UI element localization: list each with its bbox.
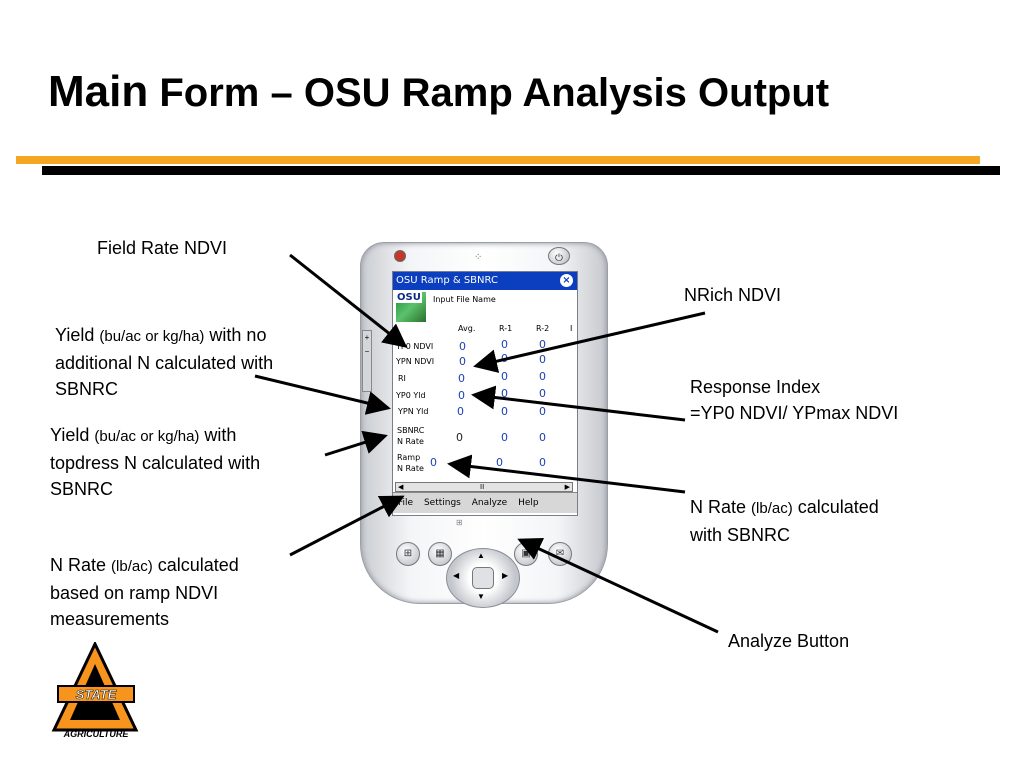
col-header-r3: I [570,324,573,333]
value-yp0ndvi-avg: 0 [459,340,466,353]
col-header-r1: R-1 [499,324,513,333]
device-brand-logo: ⊞ [456,518,463,527]
value-ri-r1: 0 [501,370,508,383]
value-ramp-avg: 0 [430,456,437,469]
value-yp0yld-avg: 0 [458,389,465,402]
svg-text:AGRICULTURE: AGRICULTURE [63,729,130,739]
arrow-nrich [473,311,706,373]
value-ramp-r2: 0 [539,456,546,469]
value-ypnyld-r1: 0 [501,405,508,418]
value-ri-r2: 0 [539,370,546,383]
value-yp0yld-r2: 0 [539,387,546,400]
osu-agriculture-logo: STATE AGRICULTURE [40,640,150,740]
power-led-icon [394,250,406,262]
value-yp0ndvi-r2: 0 [539,338,546,351]
label-analyze-button: Analyze Button [728,631,850,651]
power-button[interactable]: ⏻ [548,247,570,265]
accent-bar-black [42,166,1000,175]
value-sbnrc-avg: 0 [456,431,463,444]
value-sbnrc-r1: 0 [501,431,508,444]
arrow-nrate-sbnrc [447,454,686,494]
value-ramp-r1: 0 [496,456,503,469]
value-ypnndvi-r2: 0 [539,353,546,366]
svg-text:STATE: STATE [76,687,117,702]
speaker-grille-icon: ⁘ [474,252,483,263]
dpad-up-icon[interactable]: ▲ [477,551,485,560]
window-titlebar: OSU Ramp & SBNRC × [393,272,577,290]
accent-bar-orange [16,156,980,164]
menu-help[interactable]: Help [518,498,539,508]
arrow-yield-no-n [254,374,391,415]
row-label-yp0-yld: YP0 Yld [396,391,426,400]
arrow-response-index [471,385,686,422]
label-field-rate-ndvi: Field Rate NDVI [97,238,228,258]
row-label-yp0-ndvi: YP0 NDVI [396,342,434,351]
row-label-ri: RI [398,374,406,383]
col-header-r2: R-2 [536,324,550,333]
window-title: OSU Ramp & SBNRC [396,275,498,286]
dpad-down-icon[interactable]: ▼ [477,592,485,601]
dpad-center-button[interactable] [472,567,494,589]
value-yp0ndvi-r1: 0 [501,338,508,351]
value-ri-avg: 0 [458,372,465,385]
value-ypnyld-avg: 0 [457,405,464,418]
arrow-nrate-ramp [289,495,405,557]
arrow-analyze [517,537,719,634]
close-icon[interactable]: × [560,274,573,287]
label-yield-no-n: Yield (bu/ac or kg/ha) with no additiona… [55,325,274,399]
app-screen: OSU Ramp & SBNRC × OSU Input File Name A… [392,271,578,516]
arrow-yield-topdress [324,430,388,457]
value-ypnndvi-avg: 0 [459,355,466,368]
menu-analyze[interactable]: Analyze [471,498,508,508]
arrow-field-rate [289,253,408,348]
value-yp0yld-r1: 0 [501,387,508,400]
dpad-right-icon[interactable]: ▶ [502,571,509,580]
scroll-right-icon[interactable]: ▶ [564,483,570,491]
label-response-index: Response Index =YP0 NDVI/ YPmax NDVI [690,377,899,423]
scroll-left-icon[interactable]: ◀ [398,483,404,491]
start-button-icon[interactable]: ⊞ [396,542,420,566]
menu-settings[interactable]: Settings [423,498,461,508]
row-label-ypn-yld: YPN Yld [398,407,429,416]
label-yield-topdress: Yield (bu/ac or kg/ha) with topdress N c… [50,425,261,499]
label-nrich-ndvi: NRich NDVI [684,285,782,305]
col-header-avg: Avg. [458,324,476,333]
dpad-left-icon[interactable]: ◀ [453,571,460,580]
menu-bar: File Settings Analyze Help [393,492,577,513]
slide-title: Main Form – OSU Ramp Analysis Output [48,67,830,116]
horizontal-scrollbar[interactable]: ◀ II ▶ [395,482,573,492]
osu-logo: OSU [396,292,426,322]
value-sbnrc-r2: 0 [539,431,546,444]
menu-file[interactable]: File [398,498,414,508]
row-label-ypn-ndvi: YPN NDVI [396,357,435,366]
value-ypnyld-r2: 0 [539,405,546,418]
calendar-button-icon[interactable]: ▦ [428,542,452,566]
label-nrate-sbnrc: N Rate (lb/ac) calculated with SBNRC [690,497,879,545]
input-file-name-label[interactable]: Input File Name [433,295,496,304]
label-nrate-ramp: N Rate (lb/ac) calculated based on ramp … [50,555,239,629]
